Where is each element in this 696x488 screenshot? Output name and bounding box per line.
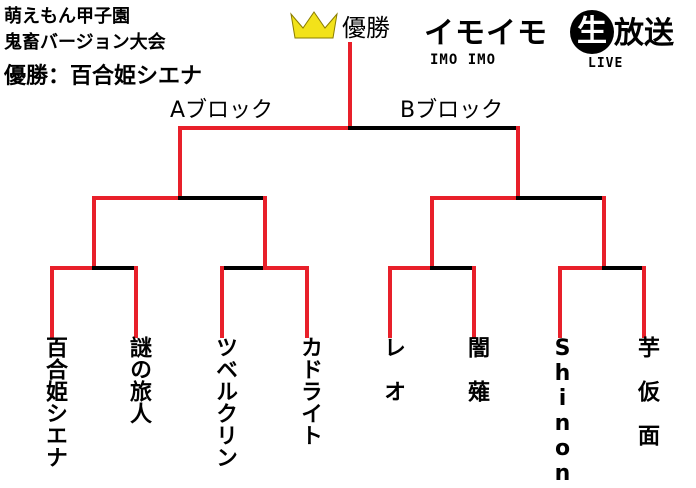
- logo-main-text: イモイモ: [424, 16, 548, 51]
- logo-live-text: LIVE: [588, 56, 624, 71]
- player-3-name: ツベルクリン: [212, 336, 237, 468]
- logo-tail-text: 放送: [614, 16, 674, 51]
- winner-label: 優勝: [342, 14, 390, 42]
- player-8-name: 芋 仮 面: [634, 336, 659, 446]
- tournament-name-line-2: 鬼畜バージョン大会: [4, 32, 166, 53]
- imoimo-live-logo: イモイモ 生 放送 IMO IMO LIVE: [424, 8, 694, 78]
- player-2-name: 謎の旅人: [126, 336, 151, 424]
- player-6-name: 闇 薙: [464, 336, 489, 402]
- player-4-name: カドライト: [297, 336, 322, 446]
- player-5-name: レ オ: [380, 336, 405, 402]
- logo-subtext: IMO IMO: [430, 52, 497, 68]
- player-1-name: 百合姫シエナ: [42, 336, 67, 468]
- player-7-name: Shinon: [550, 336, 575, 486]
- block-b-label: Bブロック: [400, 98, 504, 123]
- logo-circle-mark: 生: [570, 10, 614, 54]
- crown-icon: [290, 11, 338, 39]
- champion-announcement: 優勝：百合姫シエナ: [4, 64, 203, 89]
- tournament-name-line-1: 萌えもん甲子園: [4, 6, 130, 27]
- block-a-label: Aブロック: [170, 98, 274, 123]
